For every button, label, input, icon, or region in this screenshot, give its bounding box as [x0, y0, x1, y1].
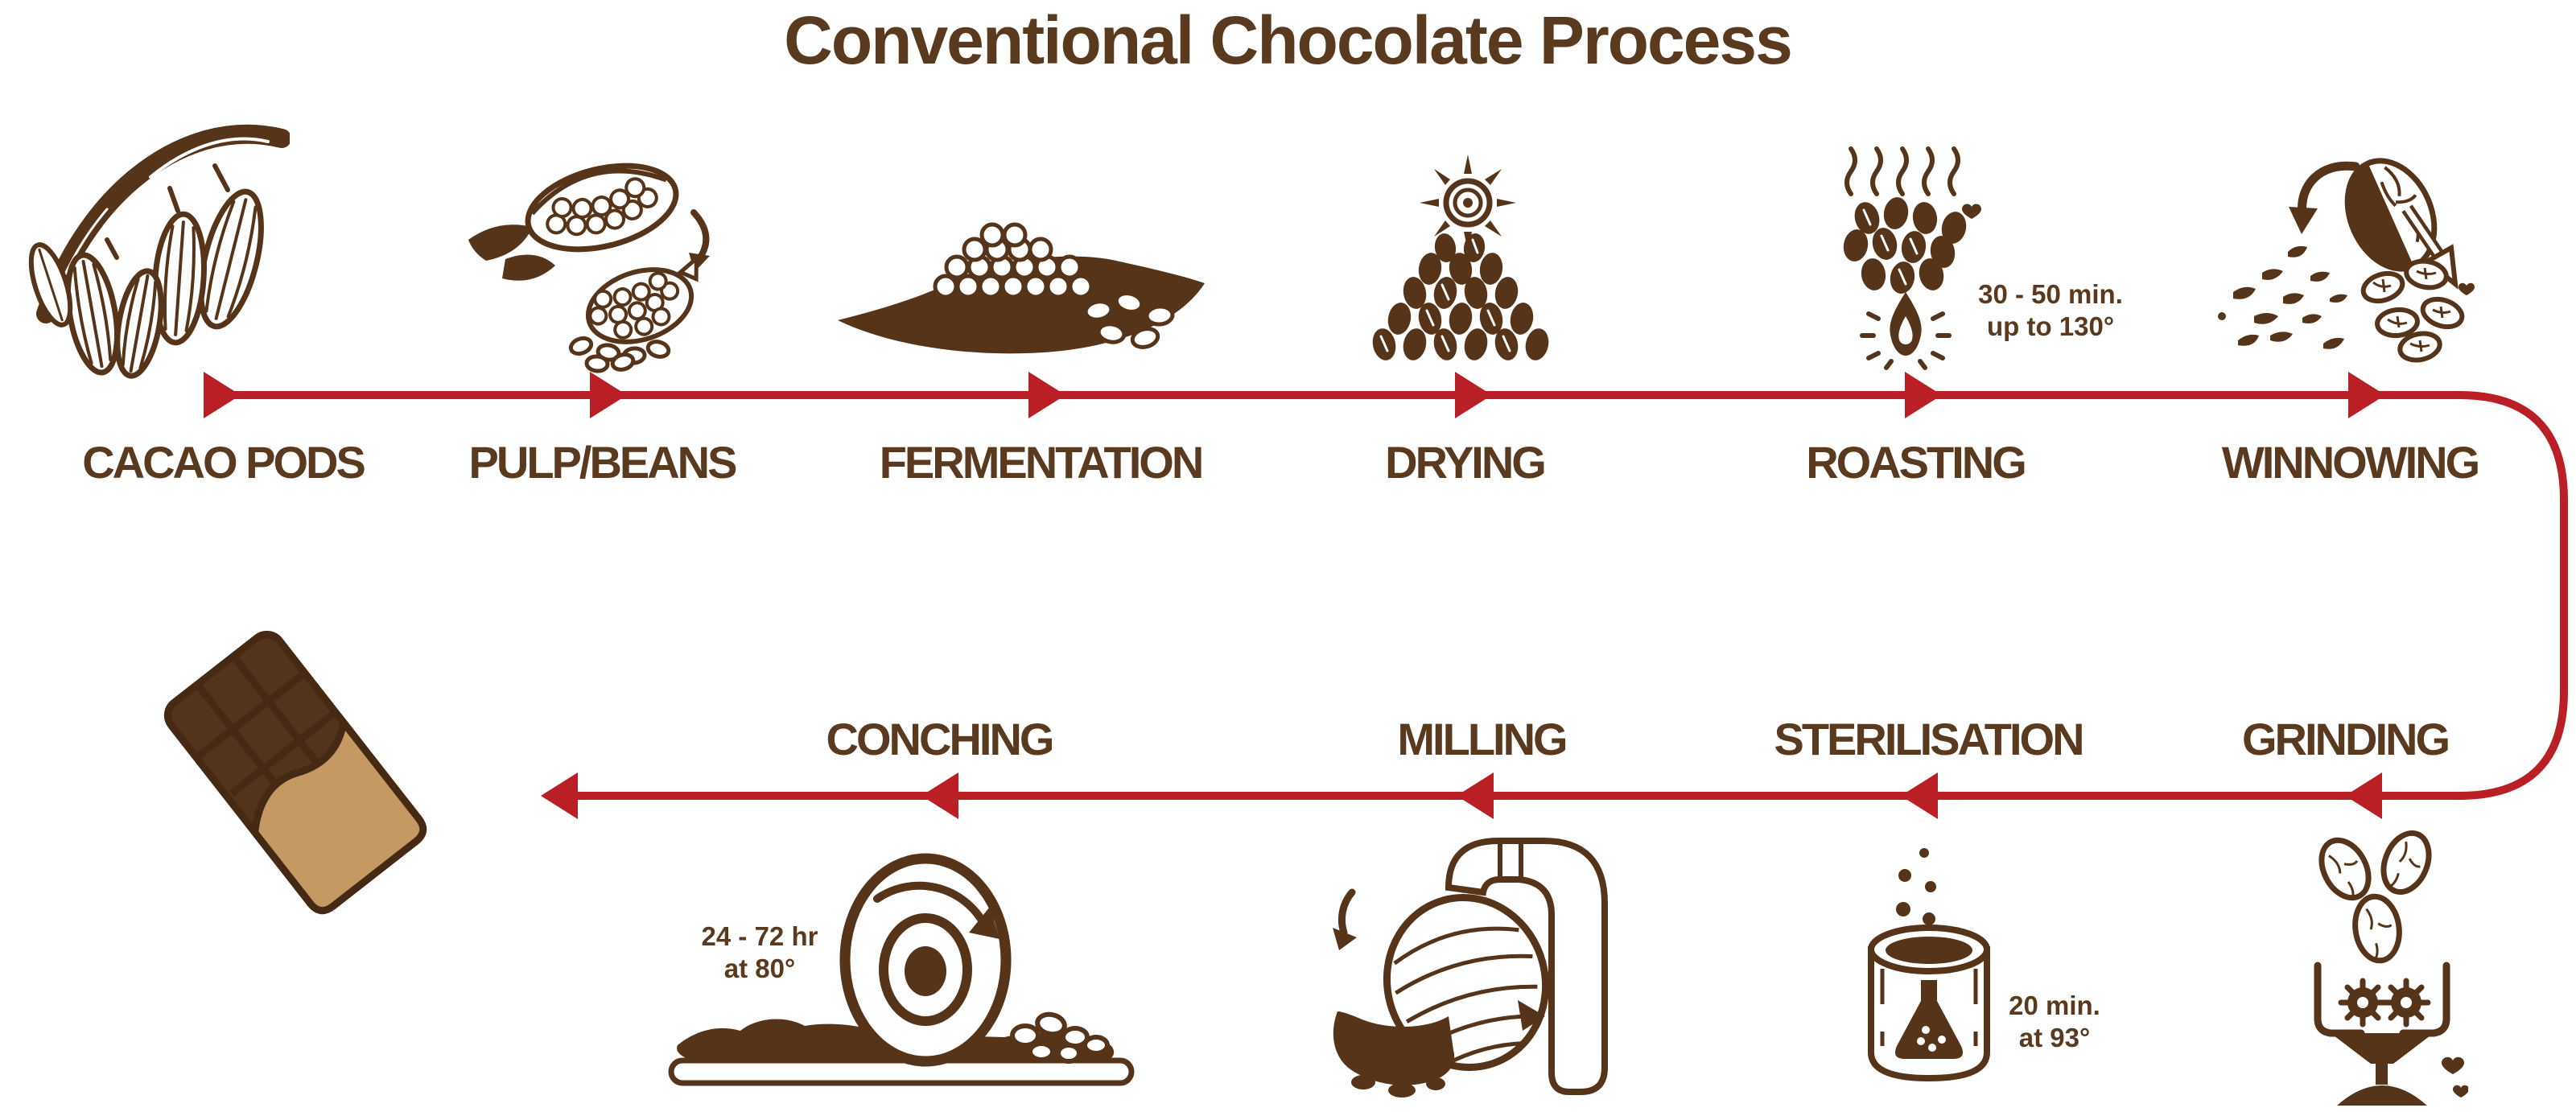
- stage-label-conching: CONCHING: [826, 714, 1055, 764]
- stage-label-sterilisation: STERILISATION: [1774, 714, 2084, 764]
- open-pod-beans-icon: [468, 163, 710, 373]
- stage-label-fermentation: FERMENTATION: [879, 437, 1205, 488]
- cacao-pods-branch-icon: [28, 124, 290, 379]
- roasting-annotation-line2: up to 130°: [1986, 311, 2115, 341]
- sterilisation-annotation-line1: 20 min.: [2009, 991, 2100, 1020]
- right-arrowheads: [204, 372, 2385, 418]
- sterilisation-annotation-line2: at 93°: [2018, 1023, 2091, 1052]
- diagram-title: Conventional Chocolate Process: [784, 2, 1793, 78]
- stage-label-cacao-pods: CACAO PODS: [82, 437, 366, 488]
- sun-over-bean-pile-icon: [1372, 154, 1549, 360]
- stage-label-drying: DRYING: [1385, 437, 1547, 488]
- conching-time-annotation: 24 - 72 hr at 80°: [702, 920, 818, 985]
- stage-label-roasting: ROASTING: [1806, 437, 2027, 488]
- bean-husk-separation-icon: [2218, 158, 2475, 363]
- can-with-flask-icon: [1868, 848, 1990, 1082]
- roasting-time-annotation: 30 - 50 min. up to 130°: [1978, 278, 2123, 343]
- conching-annotation-line1: 24 - 72 hr: [701, 921, 818, 951]
- nibs-gears-hopper-icon: [2314, 830, 2468, 1106]
- stage-label-milling: MILLING: [1397, 714, 1568, 764]
- stone-wheel-grinder-icon: [668, 853, 1135, 1086]
- roasting-annotation-line1: 30 - 50 min.: [1978, 279, 2123, 309]
- chocolate-bar-icon: [153, 620, 436, 925]
- beans-on-leaf-icon: [838, 222, 1205, 354]
- conching-annotation-line2: at 80°: [723, 953, 796, 983]
- stage-label-pulp-beans: PULP/BEANS: [468, 437, 738, 488]
- beans-steam-flame-icon: [1843, 146, 1981, 370]
- stage-label-winnowing: WINNOWING: [2221, 437, 2480, 488]
- stage-label-grinding: GRINDING: [2242, 714, 2450, 764]
- left-arrowheads: [541, 772, 2382, 819]
- roller-mill-icon: [1333, 838, 1608, 1098]
- sterilisation-time-annotation: 20 min. at 93°: [2009, 990, 2100, 1054]
